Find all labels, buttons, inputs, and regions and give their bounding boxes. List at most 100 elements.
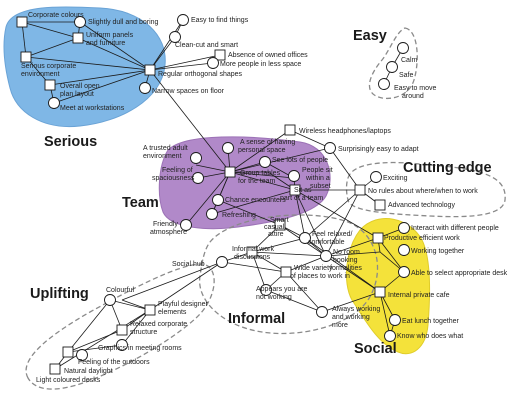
label-line: Appears you are [256,286,307,293]
label-line: not working [256,294,292,301]
label-line: spaciousness [152,175,195,182]
node-serious-corporate [20,51,32,63]
label-surprisingly-easy: Surprisingly easy to adapt [338,146,419,153]
group-title-uplifting: Uplifting [30,286,89,302]
node-corporate-colours [16,16,28,28]
label-line: Feel relaxed/ [312,231,353,238]
node-graphics-rooms [116,339,128,351]
label-narrow-spaces: Narrow spaces on floor [152,88,225,95]
node-meet-workstations [48,97,60,109]
node-eat-lunch [389,314,401,326]
label-select-desk: Able to select appropriate desk [411,270,508,277]
label-line: Friendly [153,221,178,228]
label-line: Easy to move [394,85,437,92]
label-line: part of a team [280,195,323,202]
label-wide-variety: Wide variety of places to work in [290,265,350,280]
label-appears-not: Appears you are not working [256,286,309,301]
group-title-social: Social [354,341,397,357]
node-slightly-dull [74,16,86,28]
label-line: environment [143,153,182,160]
node-wide-variety [280,266,292,278]
group-titles: Serious Easy Team Cutting edge Informal … [30,28,492,357]
label-line: No room [333,249,360,256]
label-line: of places to work in [290,273,350,280]
node-trusted-adult [190,152,202,164]
node-select-desk [398,266,410,278]
node-working-together [398,244,410,256]
label-line: and working [332,314,370,321]
node-surprisingly-easy [324,142,336,154]
label-line: around [402,93,424,100]
label-overall-open-plan: Overall open plan layout [60,83,102,98]
node-sit-in-team [289,184,301,196]
group-title-easy: Easy [353,28,387,44]
node-colourful [104,294,116,306]
label-clean-cut: Clean-cut and smart [175,42,238,49]
label-uniform-panels: Uniform panels and furniture [86,32,135,47]
label-line: environment [21,71,60,78]
label-colourful: Colourful [106,287,134,294]
label-line: Group tables [240,170,281,177]
label-line: A trusted adult [143,145,188,152]
label-line: Sit as [294,187,312,194]
node-productive-work [372,232,384,244]
label-line: Feeling of [162,167,193,174]
label-feeling-spaciousness: Feeling of spaciousness [152,167,195,182]
node-internal-cafe [374,286,386,298]
label-serious-corporate: Serious corporate environment [21,63,78,78]
label-see-lots-people: See lots of people [272,157,328,164]
node-safe [386,61,398,73]
label-exciting: Exciting [383,175,408,182]
label-working-together: Working together [411,248,465,255]
label-line: subset [310,183,331,190]
node-feel-relaxed [299,232,311,244]
label-easy-to-find: Easy to find things [191,17,249,24]
node-natural-daylight [62,346,74,358]
group-title-team: Team [122,195,159,211]
node-appears-not [260,284,272,296]
label-calm: Calm [401,57,418,64]
serious-region [3,6,166,128]
label-line: Uniform panels [86,32,134,39]
group-title-serious: Serious [44,134,97,150]
label-light-desks: Light coloured desks [36,377,101,384]
node-people-sit [288,170,300,182]
square-nodes [16,16,386,375]
label-productive-work: Productive efficient work [384,235,460,242]
node-labels: Corporate colours Slightly dull and bori… [21,12,508,384]
label-line: structure [130,329,157,336]
label-smart-casual: Smart casual attire [264,217,291,238]
label-no-room-booking: No room booking formalities [330,249,362,272]
label-line: for the team [238,178,276,185]
label-advanced-tech: Advanced technology [388,202,455,209]
label-line: more [332,322,348,329]
label-sense-of-having: A sense of having personal space [238,139,297,154]
node-know-who [384,330,396,342]
node-exciting [370,171,382,183]
node-playful-elements [144,304,156,316]
node-uniform-panels [72,32,84,44]
label-eat-lunch: Eat lunch together [402,318,459,325]
node-clean-cut [169,31,181,43]
node-friendly [180,219,192,231]
node-interact-people [398,222,410,234]
label-absence-offices: Absence of owned offices [228,52,308,59]
node-sense-of-having [222,142,234,154]
label-chance-encounters: Chance encounters [225,197,286,204]
label-know-who: Know who does what [397,333,463,340]
label-friendly: Friendly atmosphere [150,221,187,236]
circle-nodes [48,14,410,361]
label-natural-daylight: Natural daylight [64,368,113,375]
label-line: casual [264,224,285,231]
node-more-people [207,57,219,69]
node-easy-to-find [177,14,189,26]
label-wireless: Wireless headphones/laptops [299,128,391,135]
node-feeling-spaciousness [192,172,204,184]
label-line: discussions [234,254,271,261]
node-calm [397,42,409,54]
label-feeling-outdoors: Feeling of the outdoors [78,359,150,366]
label-line: People sit [302,167,333,174]
label-always-working: Always working and working more [332,306,382,329]
node-easy-move [378,78,390,90]
label-easy-move: Easy to move around [394,85,438,100]
